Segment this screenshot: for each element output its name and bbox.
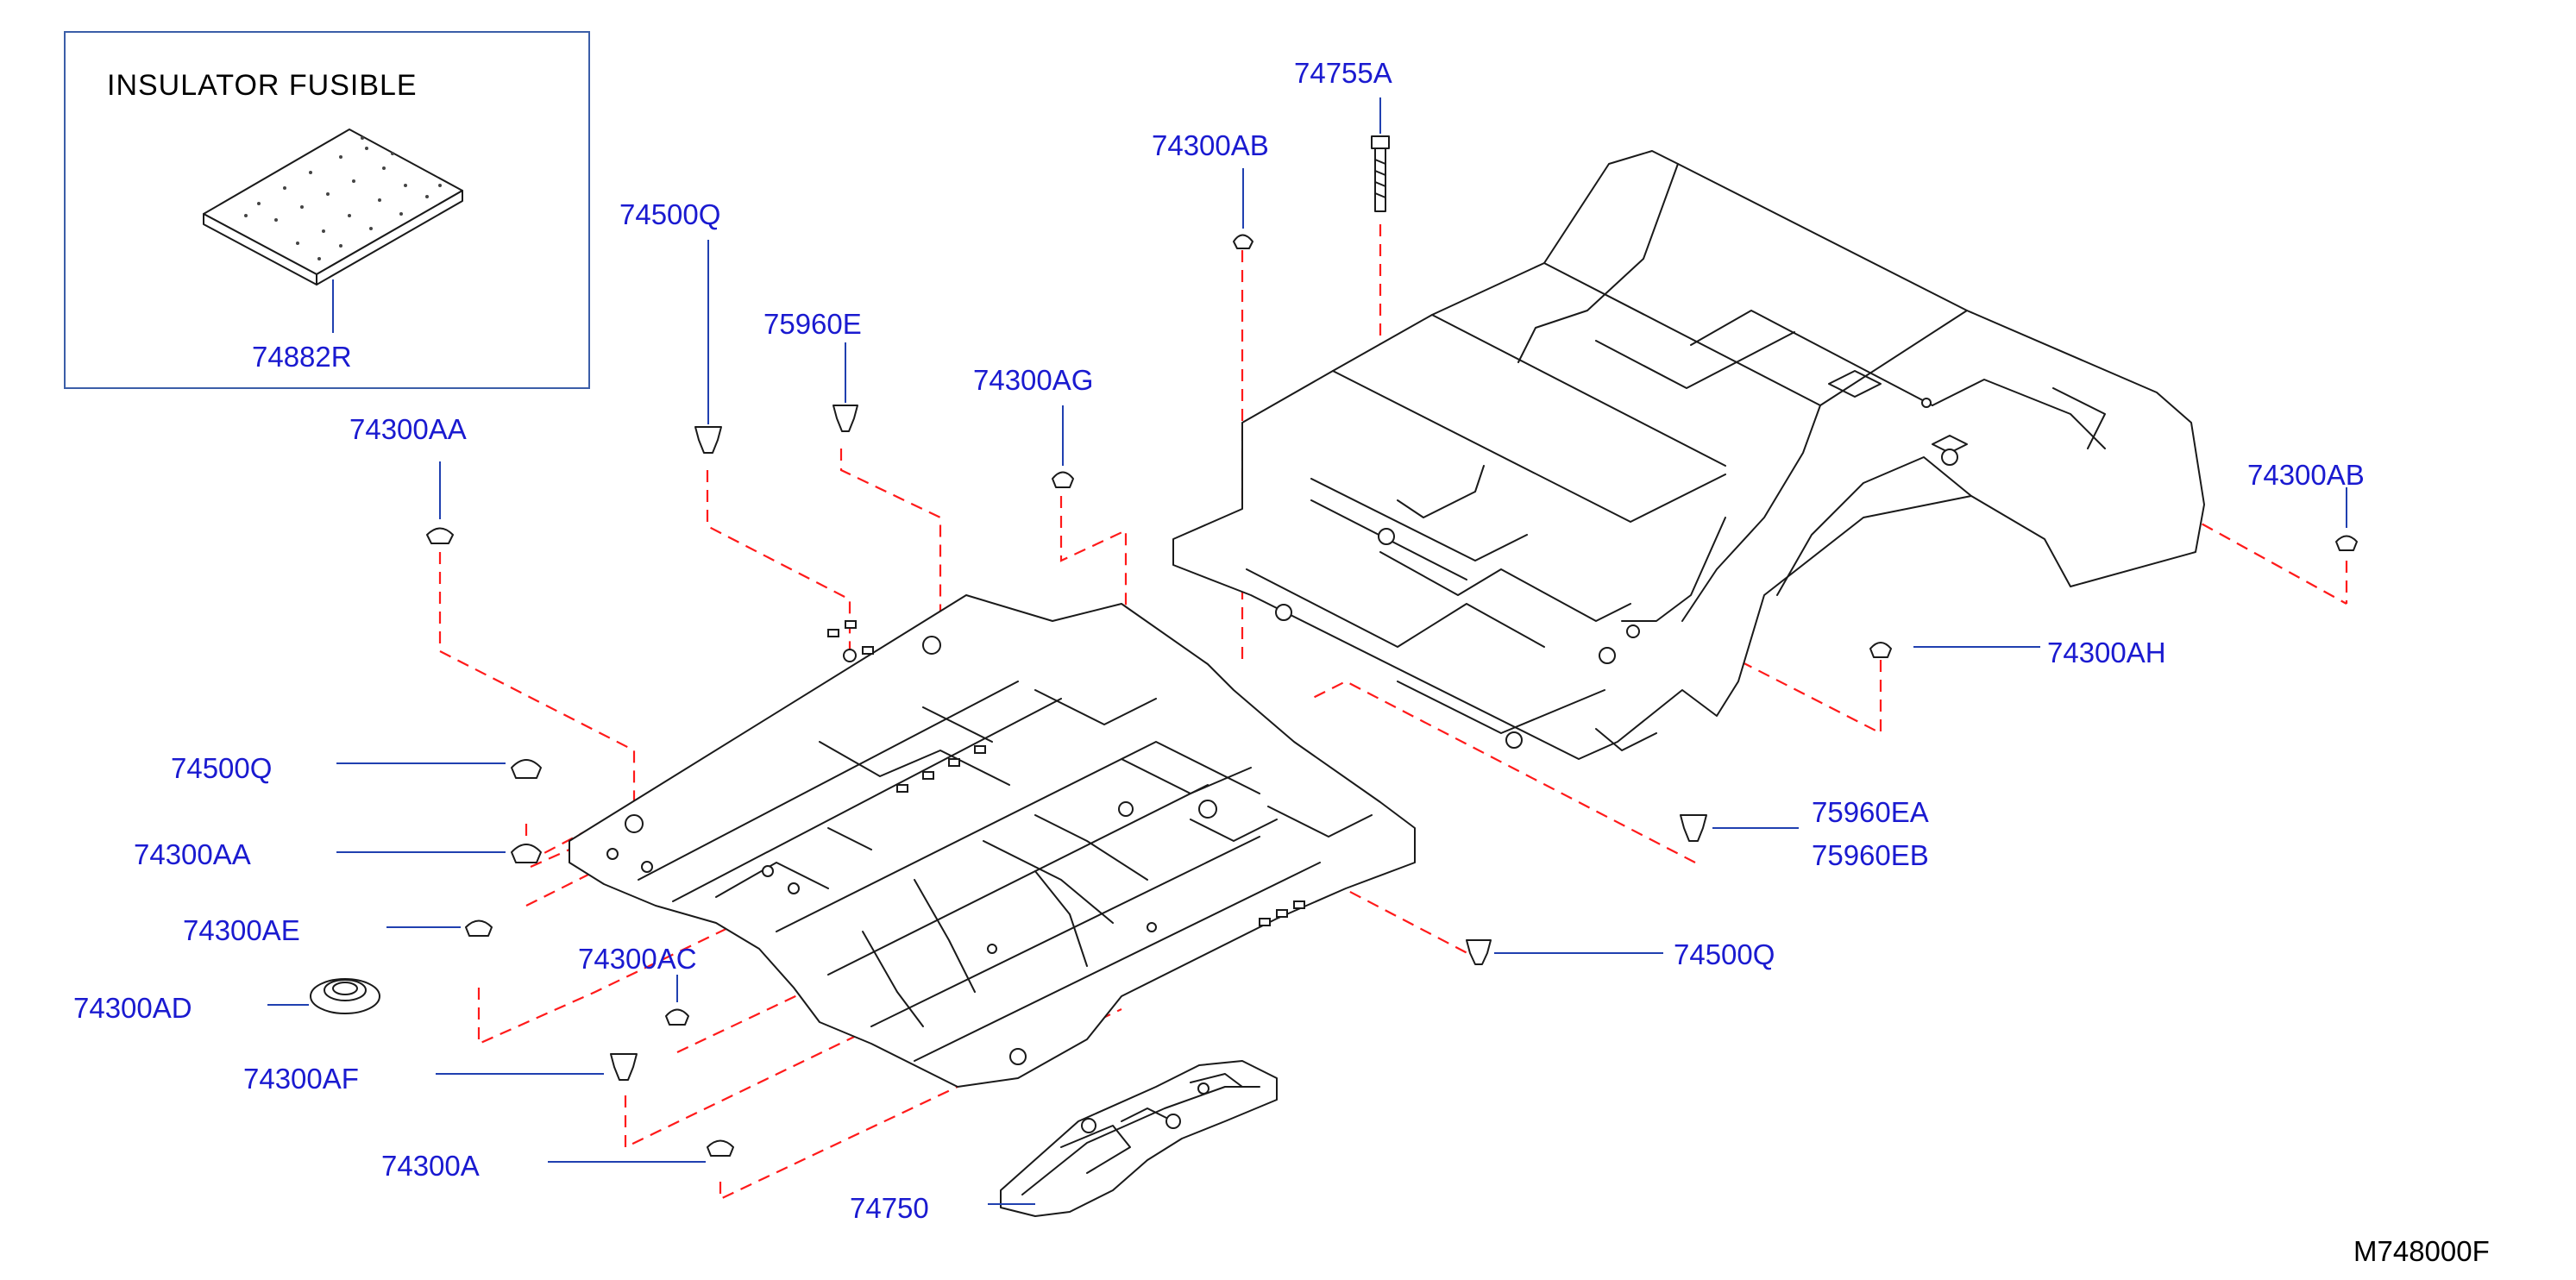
leader-lines [267, 97, 2347, 1205]
grommet-74300AH-icon [1869, 642, 1892, 658]
grommet-74500Q-left-icon [511, 759, 542, 779]
grommet-74300AE-icon [465, 919, 493, 937]
label-74500Q-top: 74500Q [619, 198, 720, 230]
clip-74300AF-icon [610, 1053, 638, 1081]
label-74300AB-right: 74300AB [2247, 459, 2365, 491]
inset-title: INSULATOR FUSIBLE [107, 69, 418, 102]
grommet-74300AA-top-icon [426, 527, 454, 544]
diagram-code: M748000F [2353, 1235, 2490, 1267]
label-74300AA-left: 74300AA [134, 838, 251, 870]
grommet-74300AG-icon [1052, 471, 1074, 488]
part-labels: 74755A 74300AB 74500Q 75960E 74300AG 743… [73, 57, 2365, 1224]
label-75960EA: 75960EA [1812, 796, 1929, 828]
label-74300AD: 74300AD [73, 992, 192, 1024]
grommet-74300A-icon [707, 1139, 734, 1157]
label-74300AB-top: 74300AB [1152, 129, 1269, 161]
grommet-74300AC-icon [665, 1008, 689, 1026]
label-74300AE: 74300AE [183, 914, 300, 946]
label-74882R: 74882R [252, 341, 352, 373]
label-74755A: 74755A [1294, 57, 1392, 89]
inset-insulator-fusible: INSULATOR FUSIBLE 74882R [64, 31, 590, 389]
grommet-74300AB-top-icon [1233, 234, 1253, 249]
clip-75960EA-icon [1680, 814, 1707, 842]
label-74300AG: 74300AG [973, 364, 1093, 396]
inset-border [64, 31, 590, 389]
label-74300AH: 74300AH [2047, 637, 2166, 668]
clip-74500Q-top-icon [694, 426, 722, 454]
front-floor-panel [569, 594, 1416, 1088]
label-74300A: 74300A [381, 1150, 480, 1182]
label-74300AA-top: 74300AA [349, 413, 467, 445]
under-cover-74750 [1000, 1060, 1278, 1217]
rear-floor-panel [1172, 150, 2205, 760]
bolt-74755A-icon [1371, 135, 1390, 212]
label-74500Q-left: 74500Q [171, 752, 272, 784]
label-75960E: 75960E [763, 308, 862, 340]
label-75960EB: 75960EB [1812, 839, 1929, 871]
plug-74300AD-icon [310, 978, 380, 1014]
label-74300AF: 74300AF [243, 1063, 359, 1095]
insulator-pad-illustration [203, 129, 463, 285]
grommet-74300AB-right-icon [2335, 535, 2358, 551]
clip-74500Q-right-icon [1466, 939, 1492, 965]
grommet-74300AA-left-icon [511, 844, 542, 863]
label-74300AC: 74300AC [578, 943, 697, 975]
label-74500Q-right: 74500Q [1674, 938, 1775, 970]
label-74750: 74750 [850, 1192, 929, 1224]
fasteners [310, 135, 2358, 1157]
clip-75960E-icon [832, 405, 858, 432]
